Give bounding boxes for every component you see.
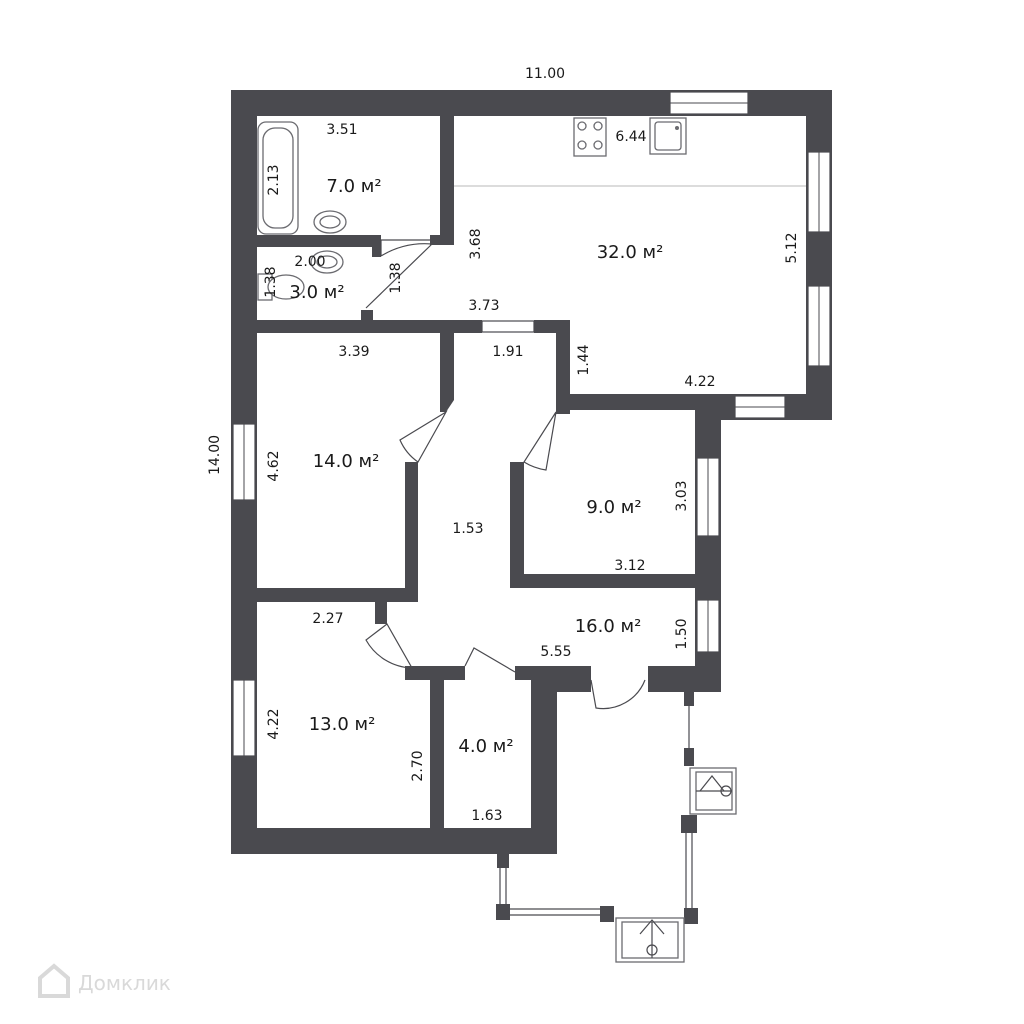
- bathtub: [257, 121, 299, 235]
- windows: [232, 91, 831, 757]
- bedroom-2-depth: 3.03: [674, 480, 690, 511]
- kitchen-depth: 5.12: [784, 232, 800, 263]
- toilet-area: 3.0 м²: [289, 282, 344, 303]
- bedroom-1-width: 3.39: [338, 344, 369, 360]
- labels: 11.00 14.00 3.51 2.13 7.0 м² 2.00 1.38 3…: [207, 66, 800, 824]
- stairs-upper: [689, 767, 737, 815]
- overall-height-label: 14.00: [207, 435, 223, 475]
- bathroom-area: 7.0 м²: [326, 176, 381, 197]
- watermark: Домклик: [38, 963, 171, 998]
- bedroom-3-area: 13.0 м²: [309, 714, 376, 735]
- bedroom-3-width: 2.27: [312, 611, 343, 627]
- doors: [365, 239, 646, 710]
- overall-width-label: 11.00: [525, 66, 565, 82]
- corridor-bottom-width: 5.55: [540, 644, 571, 660]
- walls: [231, 90, 832, 854]
- hall-width: 3.73: [468, 298, 499, 314]
- kitchen-bottom-width: 4.22: [684, 374, 715, 390]
- bedroom-1-depth: 4.62: [266, 450, 282, 481]
- bedroom-2-area: 9.0 м²: [586, 497, 641, 518]
- terrace: [496, 692, 698, 924]
- corridor-right-depth: 1.50: [674, 618, 690, 649]
- corridor-top-width: 1.91: [492, 344, 523, 360]
- stairs-lower: [615, 917, 685, 963]
- kitchen-run: 6.44: [615, 129, 646, 145]
- sink-toilet-room: [310, 250, 344, 274]
- kitchen-step: 1.44: [576, 344, 592, 375]
- bathroom-depth: 2.13: [266, 164, 282, 195]
- corridor-width: 1.53: [452, 521, 483, 537]
- kitchen-sink: [649, 117, 687, 155]
- kitchen-area: 32.0 м²: [597, 242, 664, 263]
- bedroom-1-area: 14.0 м²: [313, 451, 380, 472]
- opening-hall: [481, 320, 535, 333]
- bedroom-2-width: 3.12: [614, 558, 645, 574]
- storage-width: 1.63: [471, 808, 502, 824]
- watermark-text: Домклик: [78, 971, 171, 995]
- bathroom-width: 3.51: [326, 122, 357, 138]
- hall-door-opening: 1.38: [388, 262, 404, 293]
- kitchen-left-wall: 3.68: [468, 228, 484, 259]
- storage-area: 4.0 м²: [458, 736, 513, 757]
- sink-bathroom: [313, 210, 347, 234]
- toilet-bowl: [257, 273, 305, 301]
- bedroom-3-depth: 4.22: [266, 708, 282, 739]
- stove: [573, 117, 607, 157]
- storage-depth: 2.70: [410, 750, 426, 781]
- house-logo-icon: [38, 963, 70, 998]
- corridor-area: 16.0 м²: [575, 616, 642, 637]
- toilet-depth: 1.38: [263, 266, 279, 297]
- toilet-width: 2.00: [294, 254, 325, 270]
